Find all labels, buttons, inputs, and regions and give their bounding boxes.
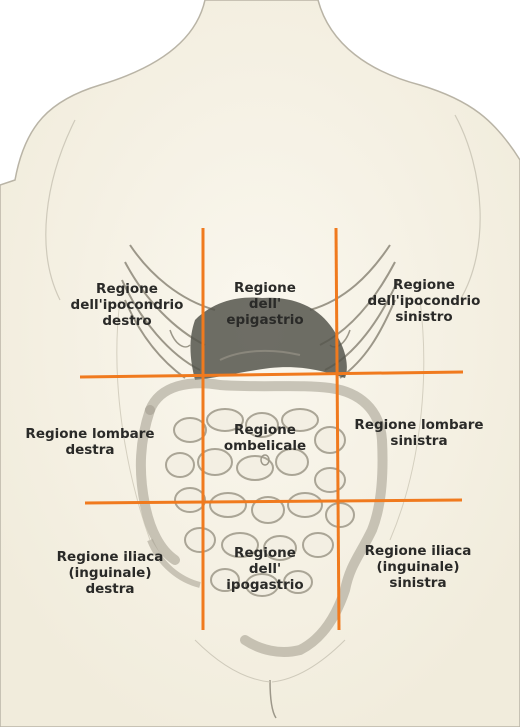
label-hypogastric-region: Regione dell' ipogastrio: [190, 545, 340, 593]
label-left-hypochondriac-region: Regione dell'ipocondrio sinistro: [349, 277, 499, 325]
label-left-iliac-region: Regione iliaca (inguinale) sinistra: [343, 543, 493, 591]
label-right-lumbar-region: Regione lombare destra: [15, 426, 165, 458]
label-epigastric-region: Regione dell' epigastrio: [190, 280, 340, 328]
label-umbilical-region: Regione ombelicale: [190, 422, 340, 454]
label-left-lumbar-region: Regione lombare sinistra: [344, 417, 494, 449]
label-right-hypochondriac-region: Regione dell'ipocondrio destro: [52, 281, 202, 329]
label-right-iliac-region: Regione iliaca (inguinale) destra: [35, 549, 185, 597]
